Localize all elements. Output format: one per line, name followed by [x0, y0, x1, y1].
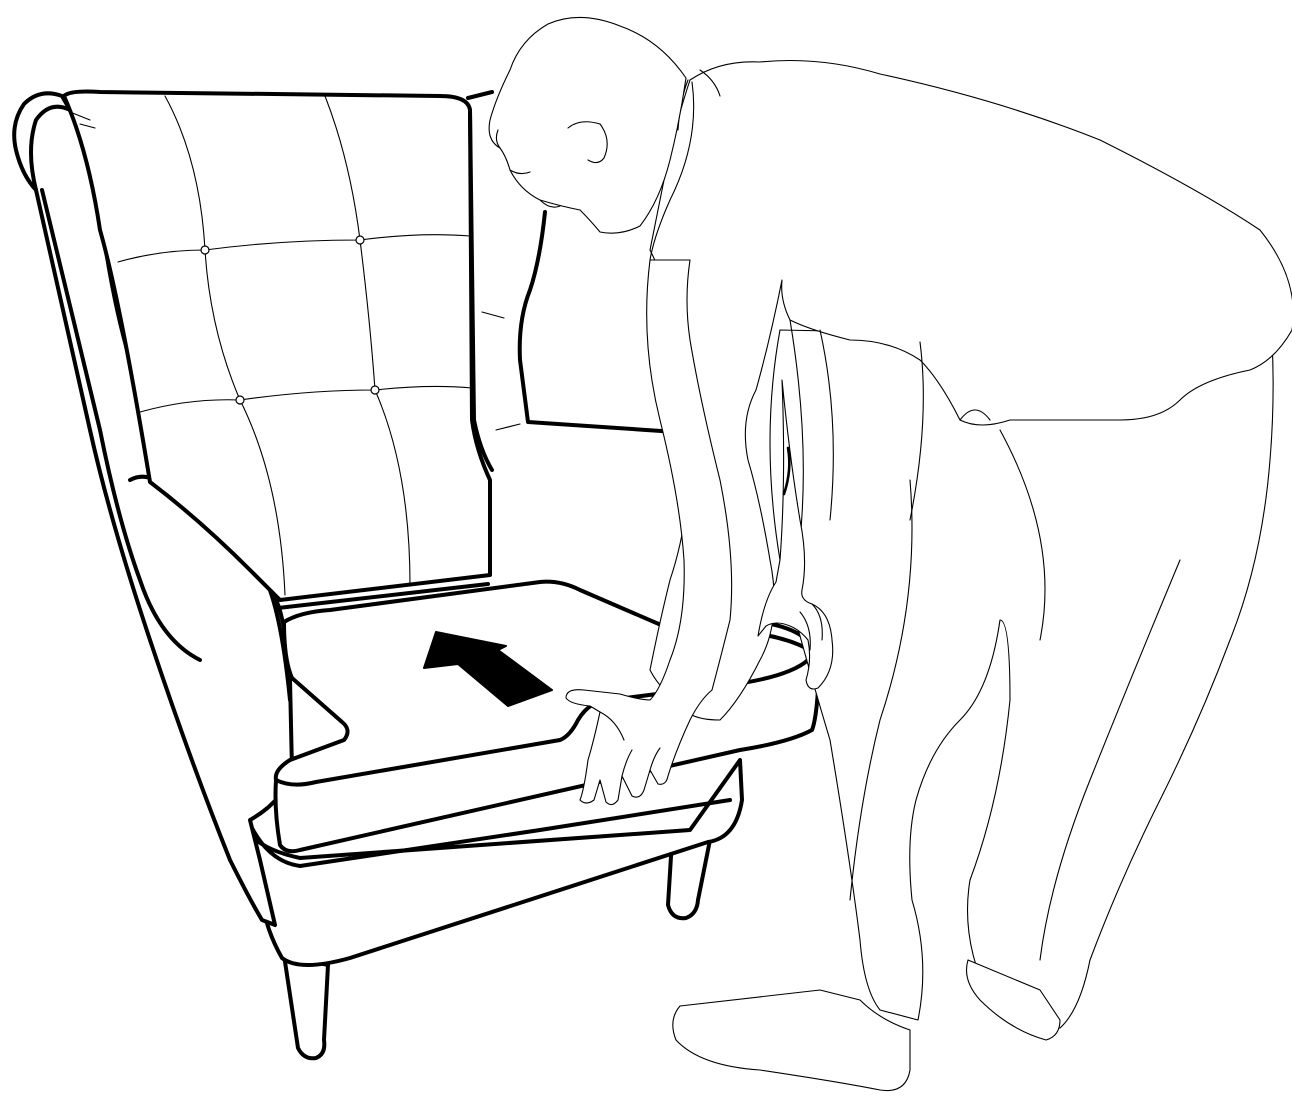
tuft-button	[236, 396, 244, 404]
person-left-shoe	[673, 990, 910, 1091]
chair-right-wing-detail	[482, 312, 520, 430]
person-head	[489, 17, 686, 233]
chair-front-leg	[284, 955, 328, 1058]
person-trousers	[770, 330, 1273, 1028]
tuft-button	[201, 246, 209, 254]
armchair	[14, 92, 742, 1059]
tuft-button	[356, 236, 364, 244]
tuft-button	[371, 386, 379, 394]
person	[489, 17, 1292, 1090]
